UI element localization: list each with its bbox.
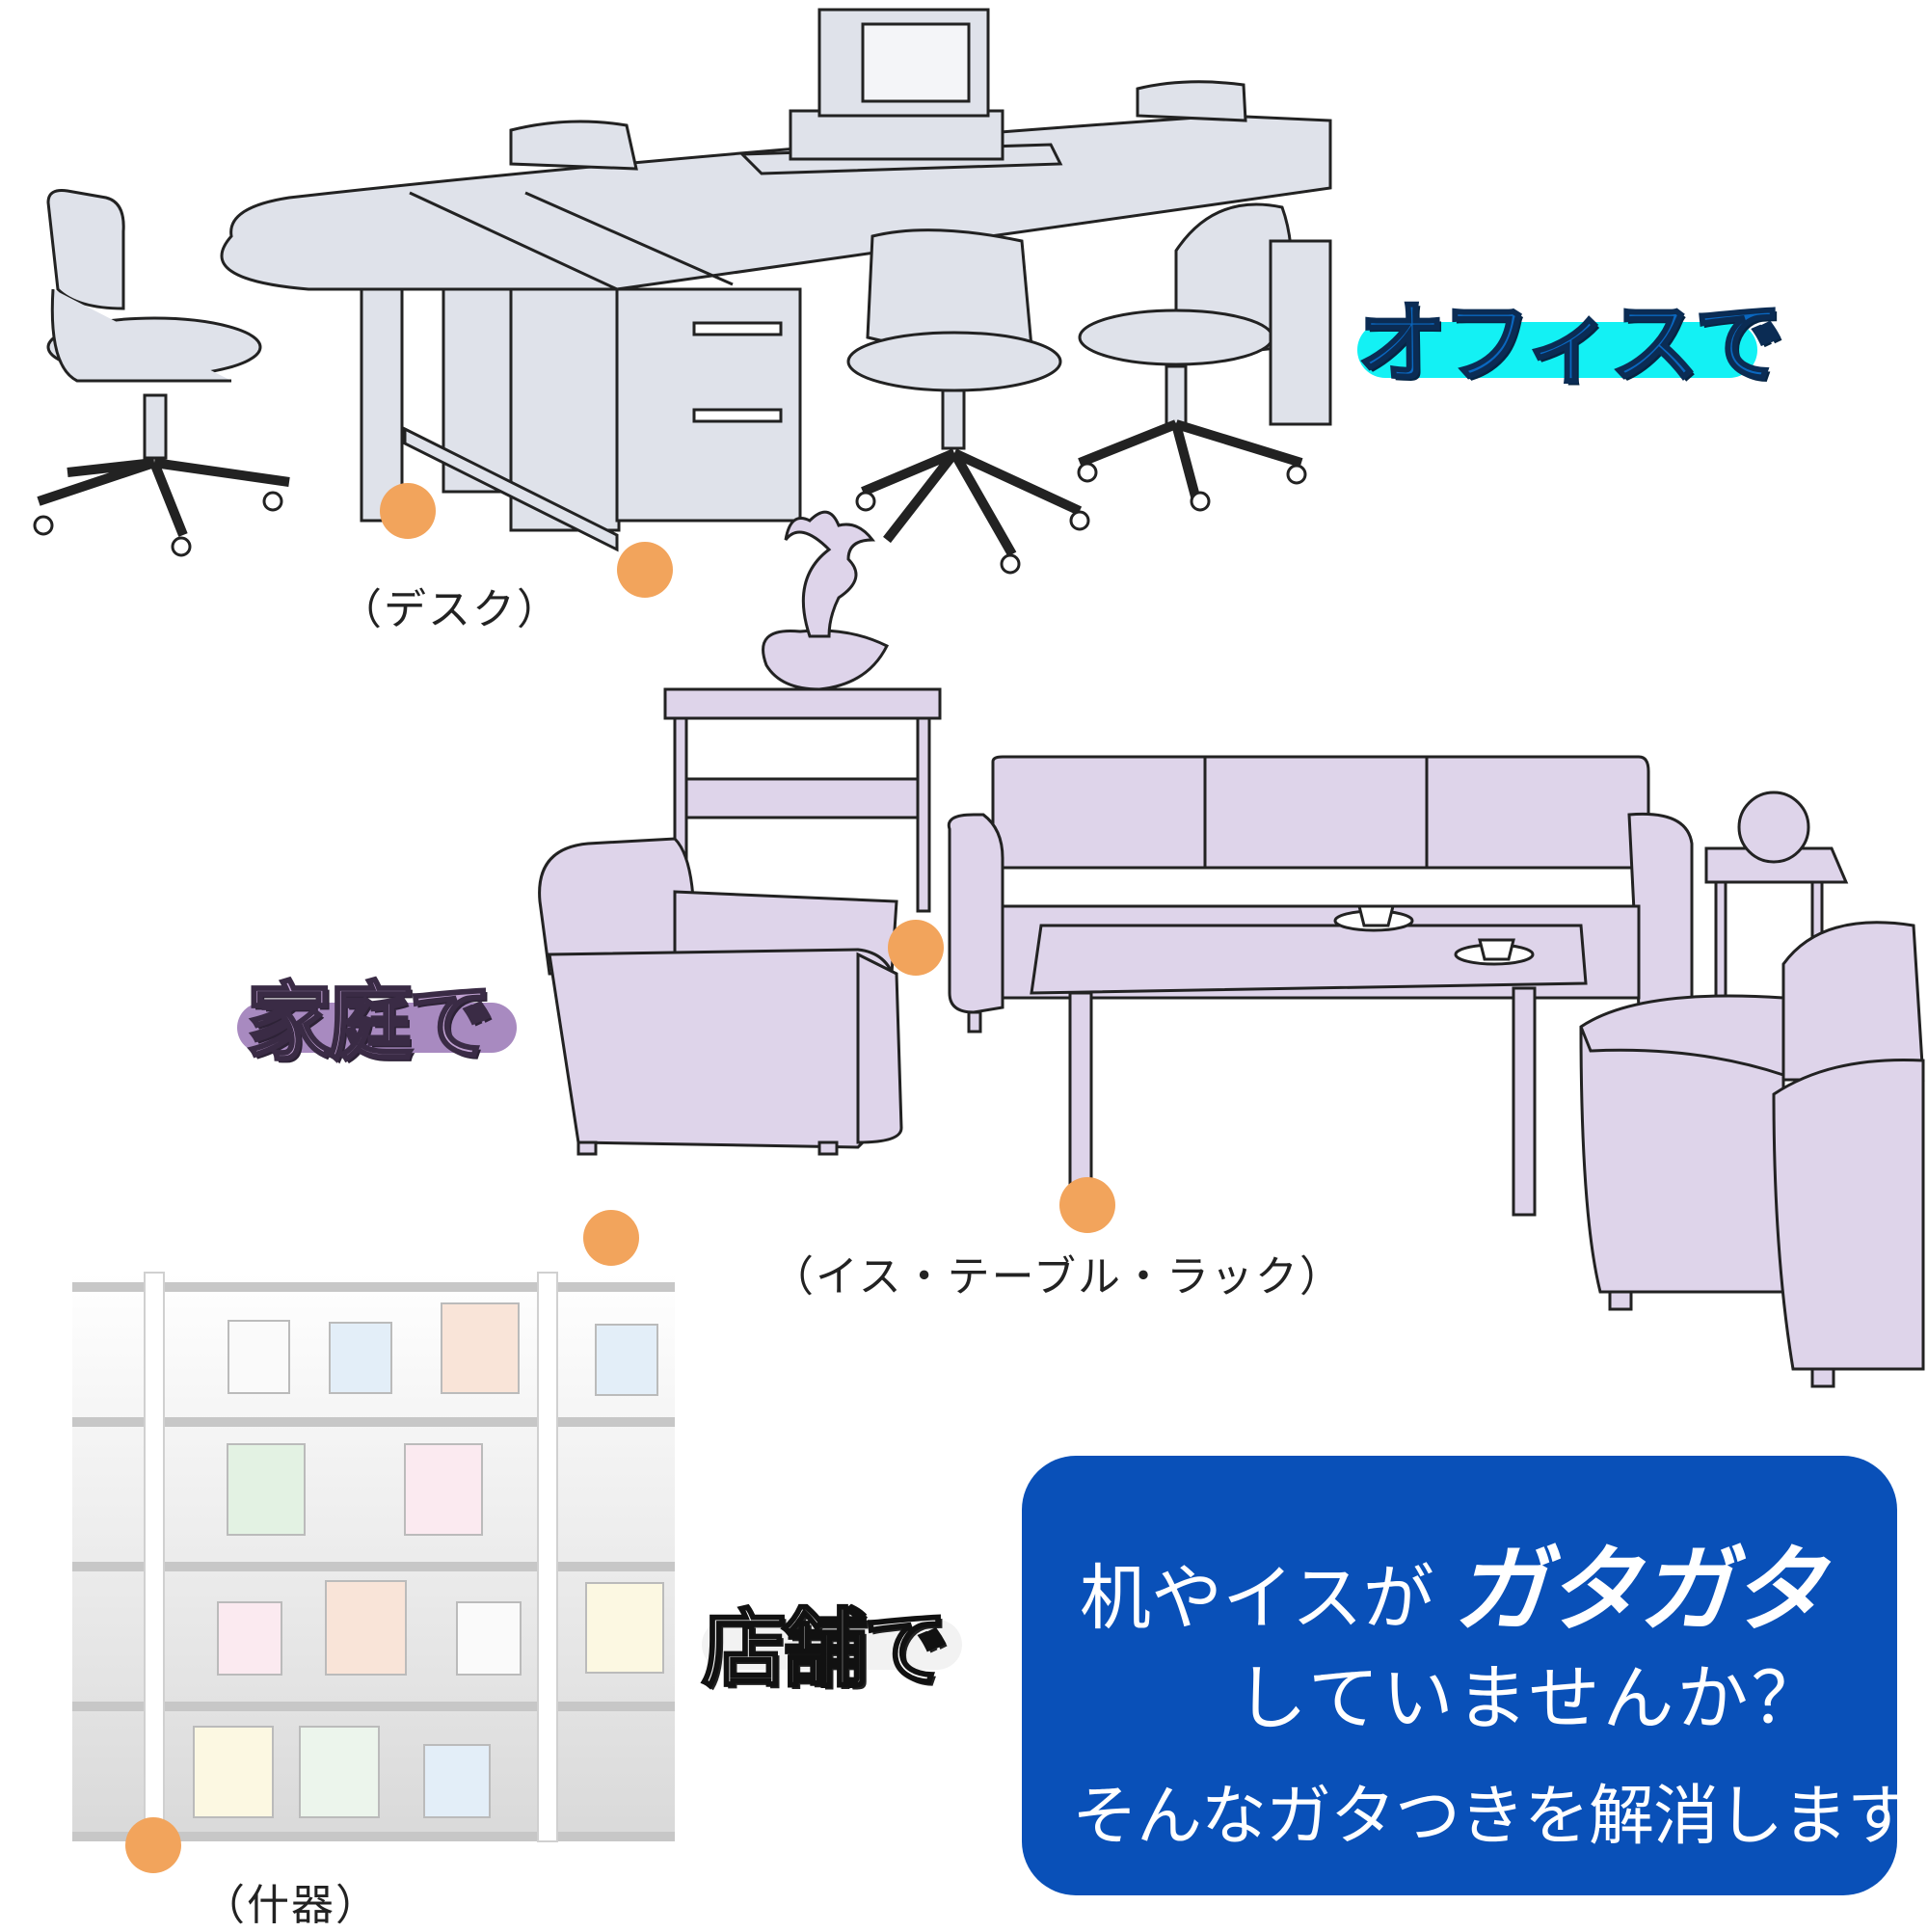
- office-tag-bar: [1357, 322, 1757, 378]
- side-rack: [663, 510, 942, 913]
- armchair-right: [1579, 921, 1925, 1388]
- armchair-left: [538, 837, 903, 1156]
- shop-tag-label: 店舗で: [700, 1598, 950, 1701]
- shelf-items: [193, 1302, 664, 1818]
- home-tag-label: 家庭で: [245, 972, 495, 1074]
- leg-marker: [125, 1817, 181, 1873]
- leg-marker: [888, 920, 944, 976]
- office-tag-label: オフィスで: [1355, 291, 1784, 397]
- home-caption: （イス・テーブル・ラック）: [771, 1252, 1345, 1301]
- leg-marker: [583, 1210, 639, 1266]
- message-emphasis: ガタガタ: [1453, 1536, 1826, 1646]
- home-tag-bar: [237, 1003, 517, 1053]
- message-line-1: 机やイスがガタガタ: [1080, 1514, 1826, 1650]
- message-line-3: そんなガタつきを解消します！: [1072, 1779, 1928, 1855]
- office-chair-back-right: [1136, 80, 1247, 122]
- shop-caption: （什器）: [202, 1881, 380, 1930]
- coffee-table: [1030, 904, 1588, 1217]
- office-chair-right: [1077, 202, 1332, 512]
- leg-marker: [380, 483, 436, 539]
- office-chair-center: [846, 228, 1090, 575]
- message-line-1-prefix: 机やイスが: [1080, 1557, 1434, 1640]
- home-scene: [538, 510, 1925, 1388]
- office-scene: [33, 8, 1332, 575]
- shop-tag-bar: [702, 1620, 962, 1670]
- leg-marker: [1059, 1177, 1115, 1233]
- message-line-2: していませんか？: [1236, 1657, 1826, 1740]
- office-computer: [738, 8, 1063, 175]
- office-chair-back: [509, 120, 638, 171]
- office-caption: （デスク）: [339, 585, 561, 634]
- leg-marker: [617, 542, 673, 598]
- office-chair-left: [33, 189, 290, 557]
- store-shelf: [72, 1272, 675, 1842]
- small-table: [1704, 791, 1849, 1005]
- message-panel: 机やイスがガタガタ していませんか？ そんなガタつきを解消します！: [1022, 1456, 1928, 1895]
